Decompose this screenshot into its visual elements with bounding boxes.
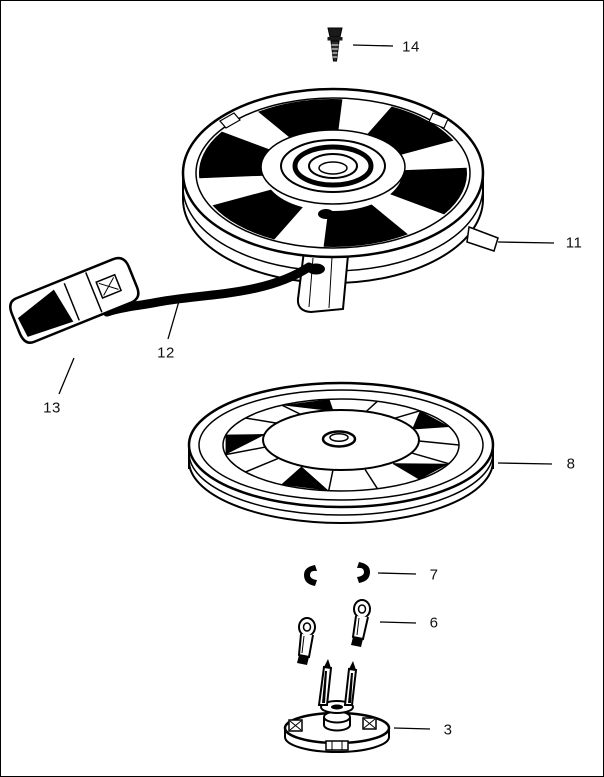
callout-label-13: 13	[43, 399, 61, 417]
screw-part-illustration	[327, 27, 343, 62]
pawls-part-illustration	[297, 599, 371, 665]
callout-label-7: 7	[429, 566, 439, 584]
clips-part-illustration	[304, 562, 370, 586]
leader-lines	[58, 44, 555, 730]
callout-label-3: 3	[443, 721, 453, 739]
callout-label-11: 11	[565, 234, 583, 252]
callout-label-8: 8	[566, 455, 576, 473]
callout-label-6: 6	[429, 614, 439, 632]
housing-part-illustration	[181, 87, 499, 314]
callout-label-12: 12	[157, 344, 175, 362]
pulley-part-illustration	[187, 381, 495, 524]
rope-part-illustration	[102, 262, 314, 317]
hub-part-illustration	[283, 659, 391, 753]
callout-label-14: 14	[402, 38, 420, 56]
handle-part-illustration	[9, 256, 140, 344]
